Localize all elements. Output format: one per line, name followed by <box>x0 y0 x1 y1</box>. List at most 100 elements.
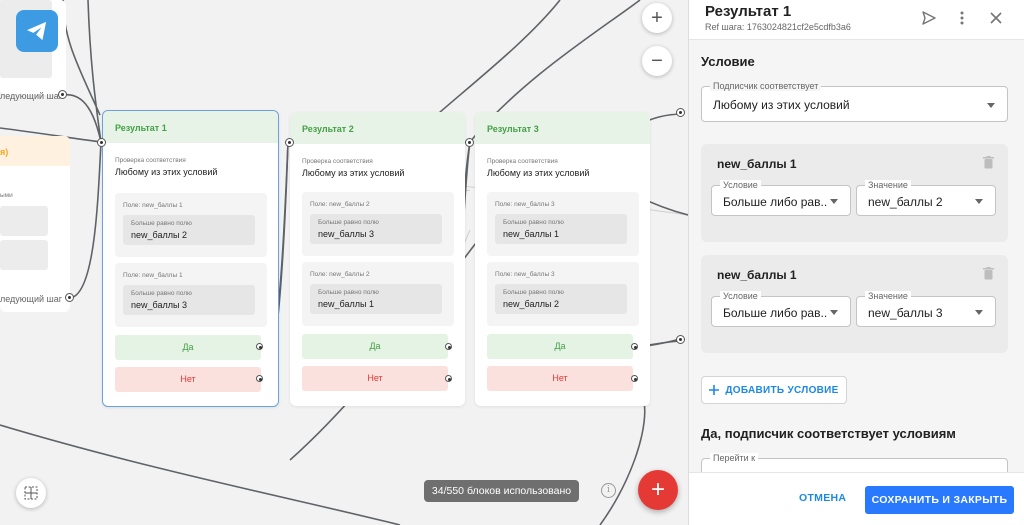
partial-card-header-text: я) <box>0 147 9 157</box>
yes-branch[interactable]: Да <box>487 334 633 359</box>
yes-branch[interactable]: Да <box>302 334 448 359</box>
zoom-in-button[interactable]: + <box>642 3 672 33</box>
panel-title: Результат 1 <box>705 3 792 20</box>
send-button[interactable] <box>919 8 939 28</box>
next-step-label-2: ледующий шаг <box>0 294 63 304</box>
condition-value: new_баллы 3 <box>131 300 187 310</box>
match-select-value: Любому из этих условий <box>713 98 850 112</box>
yes-output-port[interactable] <box>445 343 452 350</box>
value-value: new_баллы 3 <box>868 306 943 320</box>
condition-field: Поле: new_баллы 1 <box>123 202 183 209</box>
input-port[interactable] <box>97 138 106 147</box>
condition-field: Поле: new_баллы 2 <box>310 201 370 208</box>
telegram-icon <box>27 21 47 41</box>
condition-operator-select[interactable]: Условие Больше либо рав... <box>711 291 851 327</box>
block-title: Результат 2 <box>290 112 465 144</box>
delete-condition-button[interactable] <box>983 267 994 285</box>
goto-select-label: Перейти к <box>710 453 759 463</box>
condition-inner: Больше равно полю new_баллы 3 <box>123 285 255 315</box>
panel-body[interactable]: Условие Подписчик соответствует Любому и… <box>689 40 1024 472</box>
goto-select[interactable]: Перейти к <box>701 453 1008 472</box>
condition-field: Поле: new_баллы 1 <box>123 272 183 279</box>
value-label: Значение <box>865 291 911 301</box>
more-options-button[interactable] <box>952 8 972 28</box>
result-block-3[interactable]: Результат 3 Проверка соответствия Любому… <box>475 112 650 406</box>
send-icon <box>922 11 936 25</box>
condition-operator: Больше равно полю <box>131 290 192 297</box>
condition-value-select[interactable]: Значение new_баллы 3 <box>856 291 996 327</box>
yes-output-port[interactable] <box>256 343 263 350</box>
telegram-button[interactable] <box>16 10 58 52</box>
condition-value-select[interactable]: Значение new_баллы 2 <box>856 180 996 216</box>
more-vert-icon <box>960 11 964 25</box>
no-branch[interactable]: Нет <box>487 366 633 391</box>
condition-card: Поле: new_баллы 2 Больше равно полю new_… <box>302 192 454 256</box>
yes-branch[interactable]: Да <box>115 335 261 360</box>
condition-card: Поле: new_баллы 2 Больше равно полю new_… <box>302 262 454 326</box>
partial-card-field-1 <box>0 206 48 236</box>
operator-label: Условие <box>720 291 761 301</box>
cancel-button[interactable]: ОТМЕНА <box>799 492 847 504</box>
zoom-out-button[interactable]: − <box>642 46 672 76</box>
delete-condition-button[interactable] <box>983 156 994 174</box>
output-port[interactable] <box>58 90 67 99</box>
match-select[interactable]: Подписчик соответствует Любому из этих у… <box>701 81 1008 122</box>
result-block-1[interactable]: Результат 1 Проверка соответствия Любому… <box>102 110 279 407</box>
chevron-down-icon <box>975 310 983 315</box>
condition-field: Поле: new_баллы 2 <box>310 271 370 278</box>
fit-view-button[interactable] <box>16 478 46 508</box>
no-branch[interactable]: Нет <box>302 366 448 391</box>
condition-card: Поле: new_баллы 3 Больше равно полю new_… <box>487 192 639 256</box>
yes-output-port[interactable] <box>631 343 638 350</box>
chevron-down-icon <box>830 310 838 315</box>
condition-section-title: Условие <box>701 54 755 69</box>
value-label: Значение <box>865 180 911 190</box>
condition-title: new_баллы 1 <box>717 157 797 171</box>
add-condition-label: ДОБАВИТЬ УСЛОВИЕ <box>725 384 839 396</box>
chevron-down-icon <box>987 103 995 108</box>
condition-value: new_баллы 3 <box>318 229 374 239</box>
save-and-close-button[interactable]: СОХРАНИТЬ И ЗАКРЫТЬ <box>865 486 1014 514</box>
operator-label: Условие <box>720 180 761 190</box>
step-settings-panel: Результат 1 Ref шага: 1763024821cf2e5cdf… <box>688 0 1024 525</box>
chevron-down-icon <box>975 199 983 204</box>
condition-operator: Больше равно полю <box>503 219 564 226</box>
condition-card: Поле: new_баллы 1 Больше равно полю new_… <box>115 193 267 257</box>
no-output-port[interactable] <box>631 375 638 382</box>
condition-inner: Больше равно полю new_баллы 1 <box>310 284 442 314</box>
input-port[interactable] <box>465 138 474 147</box>
close-icon <box>990 12 1002 24</box>
output-port-2[interactable] <box>65 293 74 302</box>
flow-canvas[interactable]: ледующий шаг я) ыми ледующий шаг Результ… <box>0 0 688 525</box>
condition-operator-select[interactable]: Условие Больше либо рав... <box>711 180 851 216</box>
operator-value: Больше либо рав... <box>723 306 828 320</box>
info-icon[interactable]: i <box>601 483 616 498</box>
condition-operator: Больше равно полю <box>131 220 192 227</box>
value-value: new_баллы 2 <box>868 195 943 209</box>
trash-icon <box>983 267 994 280</box>
offscreen-input-port[interactable] <box>676 108 685 117</box>
condition-inner: Больше равно полю new_баллы 1 <box>495 214 627 244</box>
block-title: Результат 3 <box>475 112 650 144</box>
check-label: Проверка соответствия <box>115 157 186 164</box>
condition-value: new_баллы 1 <box>503 229 559 239</box>
input-port[interactable] <box>285 138 294 147</box>
no-output-port[interactable] <box>256 375 263 382</box>
block-title: Результат 1 <box>103 111 278 143</box>
check-value: Любому из этих условий <box>487 168 590 178</box>
partial-card-middle[interactable]: я) ыми <box>0 136 70 312</box>
check-label: Проверка соответствия <box>302 158 373 165</box>
condition-inner: Больше равно полю new_баллы 2 <box>123 215 255 245</box>
offscreen-input-port-2[interactable] <box>676 335 685 344</box>
condition-value: new_баллы 2 <box>503 299 559 309</box>
step-ref: Ref шага: 1763024821cf2e5cdfb3a6 <box>705 22 851 32</box>
close-button[interactable] <box>986 8 1006 28</box>
partial-card-field-2 <box>0 240 48 270</box>
condition-value: new_баллы 1 <box>318 299 374 309</box>
result-block-2[interactable]: Результат 2 Проверка соответствия Любому… <box>290 112 465 406</box>
no-output-port[interactable] <box>445 375 452 382</box>
no-branch[interactable]: Нет <box>115 367 261 392</box>
add-condition-button[interactable]: ДОБАВИТЬ УСЛОВИЕ <box>701 376 847 404</box>
add-block-button[interactable]: + <box>638 470 678 510</box>
condition-field: Поле: new_баллы 3 <box>495 271 555 278</box>
